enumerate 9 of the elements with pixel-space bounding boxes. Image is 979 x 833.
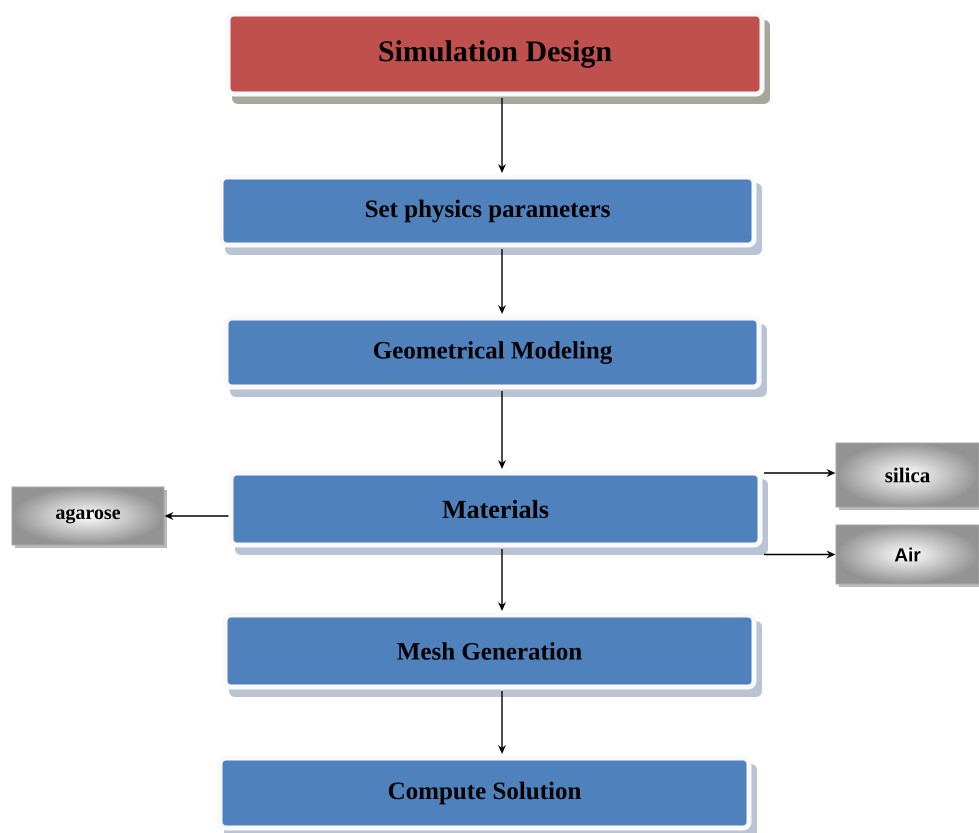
material-box: silica <box>836 442 979 510</box>
process-box: Compute Solution <box>218 756 757 833</box>
process-box: Geometrical Modeling <box>224 316 767 397</box>
process-box: Mesh Generation <box>222 612 762 697</box>
process-box: Set physics parameters <box>218 174 762 255</box>
process-box: Materials <box>228 470 768 555</box>
material-box: Air <box>836 524 979 587</box>
title-box: Simulation Design <box>226 12 770 104</box>
material-box: agarose <box>12 486 167 548</box>
